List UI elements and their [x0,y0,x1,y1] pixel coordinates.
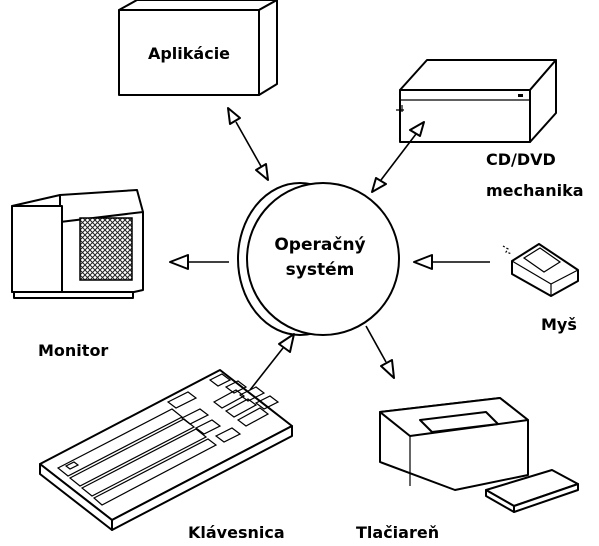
applications-label: Aplikácie [148,44,230,63]
cd-dvd-label-line2: mechanika [486,181,584,200]
os-cylinder [237,182,400,336]
arrow-applications-os [227,107,269,181]
applications-box: Aplikácie [118,0,278,96]
keyboard-label: Klávesnica [188,523,285,542]
arrow-keyboard-os [249,333,295,391]
os-label-line2: systém [286,260,355,280]
printer-label: Tlačiareň [356,523,439,542]
arrow-os-printer [365,325,395,379]
cd-dvd-label-line1: CD/DVD [486,150,556,169]
monitor-label: Monitor [38,341,108,360]
keyboard-device [39,369,293,531]
arrow-cd-os [371,121,425,193]
os-label-line1: Operačný [274,235,365,255]
arrow-os-monitor [169,254,229,270]
mouse-label: Myš [541,315,577,334]
mouse-device [502,243,579,297]
printer-device [379,397,579,513]
monitor-device [11,189,144,299]
arrow-mouse-os [413,254,490,270]
